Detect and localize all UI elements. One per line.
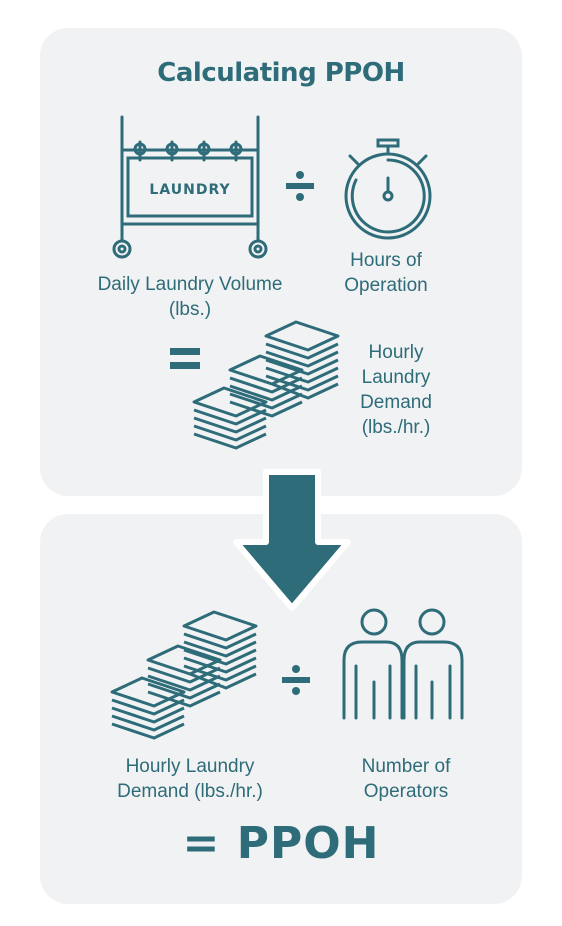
folded-towels-icon-bottom xyxy=(110,610,258,740)
equals-operator-top xyxy=(170,348,200,369)
hourly-demand-label: Hourly Laundry Demand (lbs./hr.) xyxy=(360,342,432,438)
page-title: Calculating PPOH xyxy=(157,58,405,88)
cart-sign-label: LAUNDRY xyxy=(149,182,230,198)
bottom-demand-label: Hourly Laundry Demand (lbs./hr.) xyxy=(117,756,263,802)
divide-operator-top xyxy=(286,171,314,201)
operators-label: Number of Operators xyxy=(361,756,451,802)
top-panel xyxy=(40,28,522,496)
down-arrow-icon xyxy=(233,469,351,611)
hours-label: Hours of Operation xyxy=(344,250,428,296)
folded-towels-icon-top xyxy=(192,320,340,450)
stopwatch-icon xyxy=(344,138,432,240)
operators-icon xyxy=(342,608,464,720)
divide-operator-bottom xyxy=(282,665,310,695)
result-ppoh: = PPOH xyxy=(182,818,380,869)
daily-volume-label: Daily Laundry Volume (lbs.) xyxy=(97,274,283,320)
laundry-cart-icon: LAUNDRY xyxy=(112,115,268,259)
